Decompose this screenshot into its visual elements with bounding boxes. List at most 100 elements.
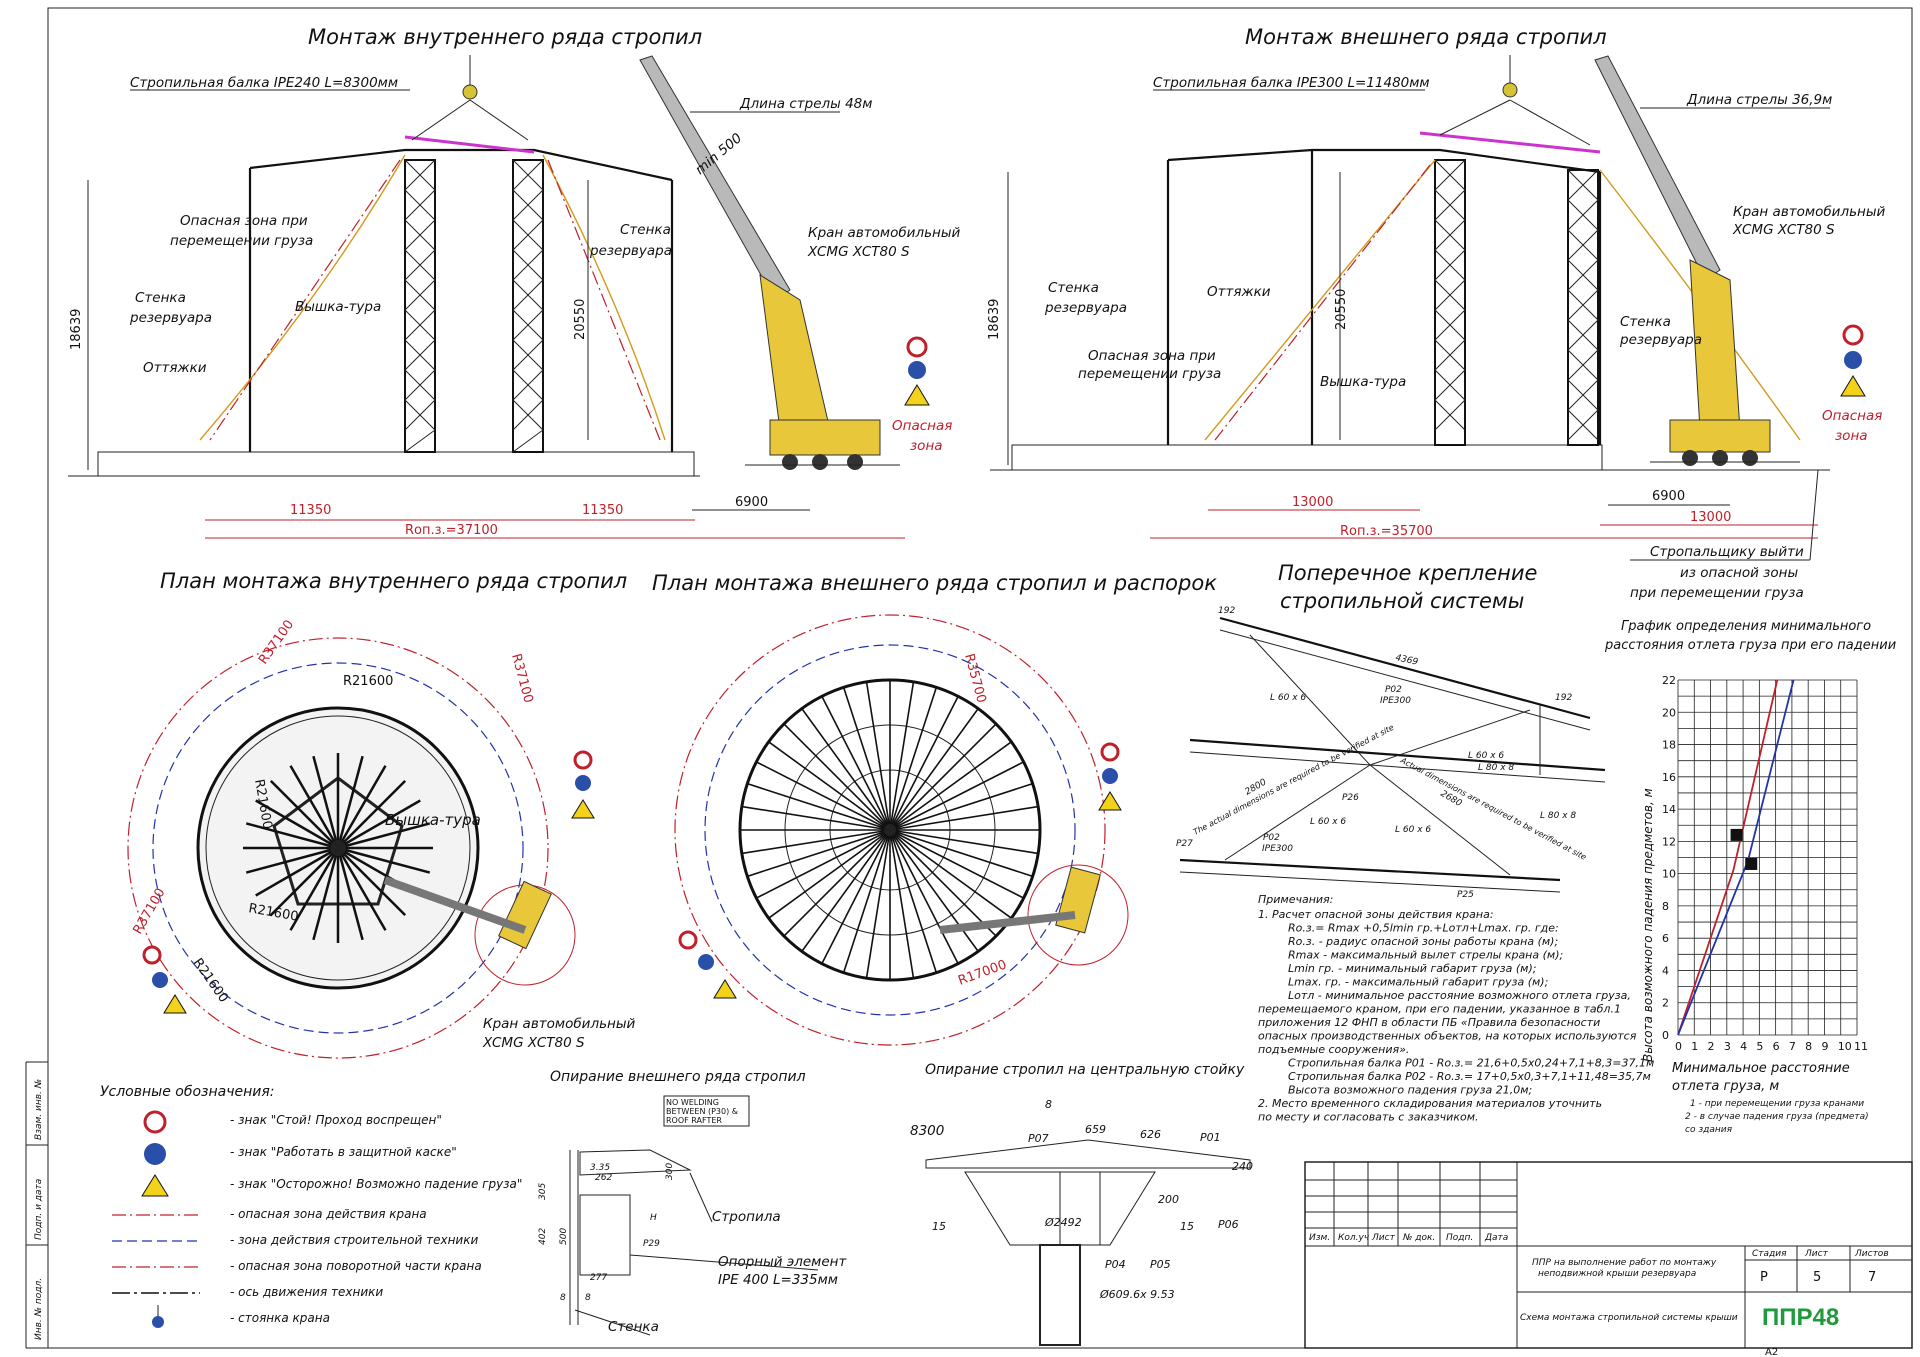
rafter-line	[255, 846, 339, 897]
chart-xlabel-1: Минимальное расстояние	[1672, 1061, 1850, 1076]
label-tower: Вышка-тура	[385, 811, 481, 829]
helmet-sign-icon	[144, 1143, 166, 1165]
stamp-sheet-title: Схема монтажа стропильной системы крыши	[1520, 1313, 1738, 1323]
foundation	[97, 451, 695, 477]
cap-plate	[925, 1139, 1251, 1169]
stamp-h-izm: Изм.	[1309, 1233, 1330, 1243]
bracing-label: P02	[1263, 833, 1280, 843]
rafter-line	[889, 681, 915, 831]
dim-h-left: 18639	[987, 299, 1002, 340]
rafter-line	[801, 708, 891, 831]
dim-r-zone: Rоп.з.=35700	[1340, 524, 1433, 539]
title-plan-inner: План монтажа внутреннего ряда стропил	[160, 569, 627, 593]
label-elem-1: Опорный элемент	[718, 1254, 847, 1270]
chart-marker-2	[1745, 857, 1758, 870]
nowelding-3: ROOF RAFTER	[666, 1116, 722, 1125]
rafter-line	[289, 765, 340, 849]
rafter-line	[889, 723, 997, 831]
dim-d-left: 11350	[290, 503, 331, 518]
note-line: Rmax - максимальный вылет стрелы крана (…	[1288, 949, 1563, 962]
sling	[1509, 99, 1591, 146]
note-line: Lотл - минимальное расстояние возможного…	[1288, 989, 1631, 1002]
stop-sign-icon	[678, 930, 698, 950]
stamp-lists-h: Листов	[1854, 1249, 1889, 1259]
x-tick-label: 11	[1854, 1040, 1868, 1053]
rafter-line	[255, 799, 339, 850]
rafter-beam	[1219, 616, 1591, 720]
crane-plan-boom	[939, 911, 1076, 934]
falling-load-sign-icon	[713, 979, 737, 999]
y-tick-label: 0	[1662, 1029, 1669, 1042]
dim: P05	[1150, 1258, 1171, 1271]
note-line: Стропильная балка Р01 - Rо.з.= 21,6+0,5х…	[1288, 1057, 1654, 1070]
stop-sign-icon	[143, 1110, 167, 1134]
dim: 8300	[910, 1123, 944, 1139]
helmet-sign-icon	[698, 954, 714, 970]
rafter-line	[741, 829, 891, 855]
stamp-format: А2	[1765, 1347, 1778, 1357]
falling-load-sign-icon	[141, 1174, 169, 1197]
rafter-line	[821, 829, 891, 965]
dim: 305	[538, 1183, 548, 1200]
legend-item: - опасная зона поворотной части крана	[230, 1259, 482, 1273]
legend-item: - зона действия строительной техники	[230, 1233, 478, 1247]
rafter-line	[801, 829, 891, 952]
company-logo: ППР48	[1762, 1304, 1839, 1331]
chart-xlabel-2: отлета груза, м	[1672, 1079, 1779, 1094]
label-r7: R21600	[190, 956, 231, 1006]
rafter-line	[312, 847, 340, 941]
rafter-line	[889, 741, 1012, 831]
notes: Примечания: 1. Расчет опасной зоны дейст…	[1258, 893, 1654, 1124]
side-label: Инв. № подл.	[34, 1278, 44, 1340]
label-wall-right-1: Стенка	[620, 222, 671, 238]
rafter-line	[889, 829, 1039, 855]
label-zone-1: Опасная	[892, 418, 952, 434]
dim-d-crane: 6900	[735, 495, 768, 510]
crane-swing-zone	[1027, 864, 1129, 966]
label-crane-2: XCMG XCT80 S	[807, 244, 910, 260]
dim: 262	[595, 1173, 612, 1183]
stamp-frame	[1304, 1161, 1913, 1349]
rafter-line	[889, 708, 979, 831]
dim: P04	[1105, 1258, 1126, 1271]
legend-item: - знак "Осторожно! Возможно падение груз…	[230, 1177, 522, 1191]
label-rafter: Стропила	[712, 1209, 781, 1225]
nowelding-2: BETWEEN (P30) &	[666, 1107, 738, 1116]
stop-sign-icon	[573, 750, 593, 770]
support-element	[579, 1194, 631, 1276]
stamp-h-kol: Кол.уч	[1338, 1233, 1369, 1243]
y-tick-label: 16	[1662, 771, 1676, 784]
sling	[411, 99, 471, 141]
tower-left	[404, 159, 436, 453]
legend-item: - ось движения техники	[230, 1285, 383, 1299]
label-wall: Стенка	[608, 1319, 659, 1335]
label-beam: Стропильная балка IPE300 L=11480мм	[1153, 75, 1430, 91]
label-elem-2: IPE 400 L=335мм	[718, 1272, 838, 1288]
label-guys: Оттяжки	[143, 360, 207, 376]
rafter-line	[889, 695, 959, 831]
label-danger-zone-2: перемещении груза	[170, 233, 313, 249]
falling-load-sign-icon	[1098, 791, 1122, 811]
note-line: Lmin гр. - минимальный габарит груза (м)…	[1288, 962, 1536, 975]
rafter-line	[865, 829, 891, 979]
guy-rope	[1204, 159, 1436, 441]
guy-rope	[199, 154, 406, 441]
dim-d-right: 13000	[1690, 510, 1731, 525]
label-crane-2: XCMG XCT80 S	[1732, 222, 1835, 238]
equipment-zone	[152, 662, 524, 1034]
notes-header: Примечания:	[1258, 893, 1333, 906]
title-bracing-1: Поперечное крепление	[1278, 561, 1537, 585]
bracing-label: P25	[1457, 890, 1474, 900]
dim: 300	[665, 1163, 675, 1180]
bracing-label: P26	[1342, 793, 1359, 803]
label-p29: P29	[643, 1239, 660, 1249]
rafter-line	[336, 847, 364, 941]
rafter-line	[337, 822, 431, 850]
label-danger-zone-1: Опасная зона при	[180, 213, 308, 229]
legend-item: - знак "Стой! Проход воспрещен"	[230, 1113, 442, 1127]
brace	[1249, 634, 1371, 766]
chart-legend-2: 2 - в случае падения груза (предмета)	[1685, 1112, 1869, 1122]
label-crane-1: Кран автомобильный	[808, 225, 961, 241]
dim: Ø609.6x 9.53	[1099, 1288, 1175, 1301]
title-support-center: Опирание стропил на центральную стойку	[925, 1062, 1245, 1078]
